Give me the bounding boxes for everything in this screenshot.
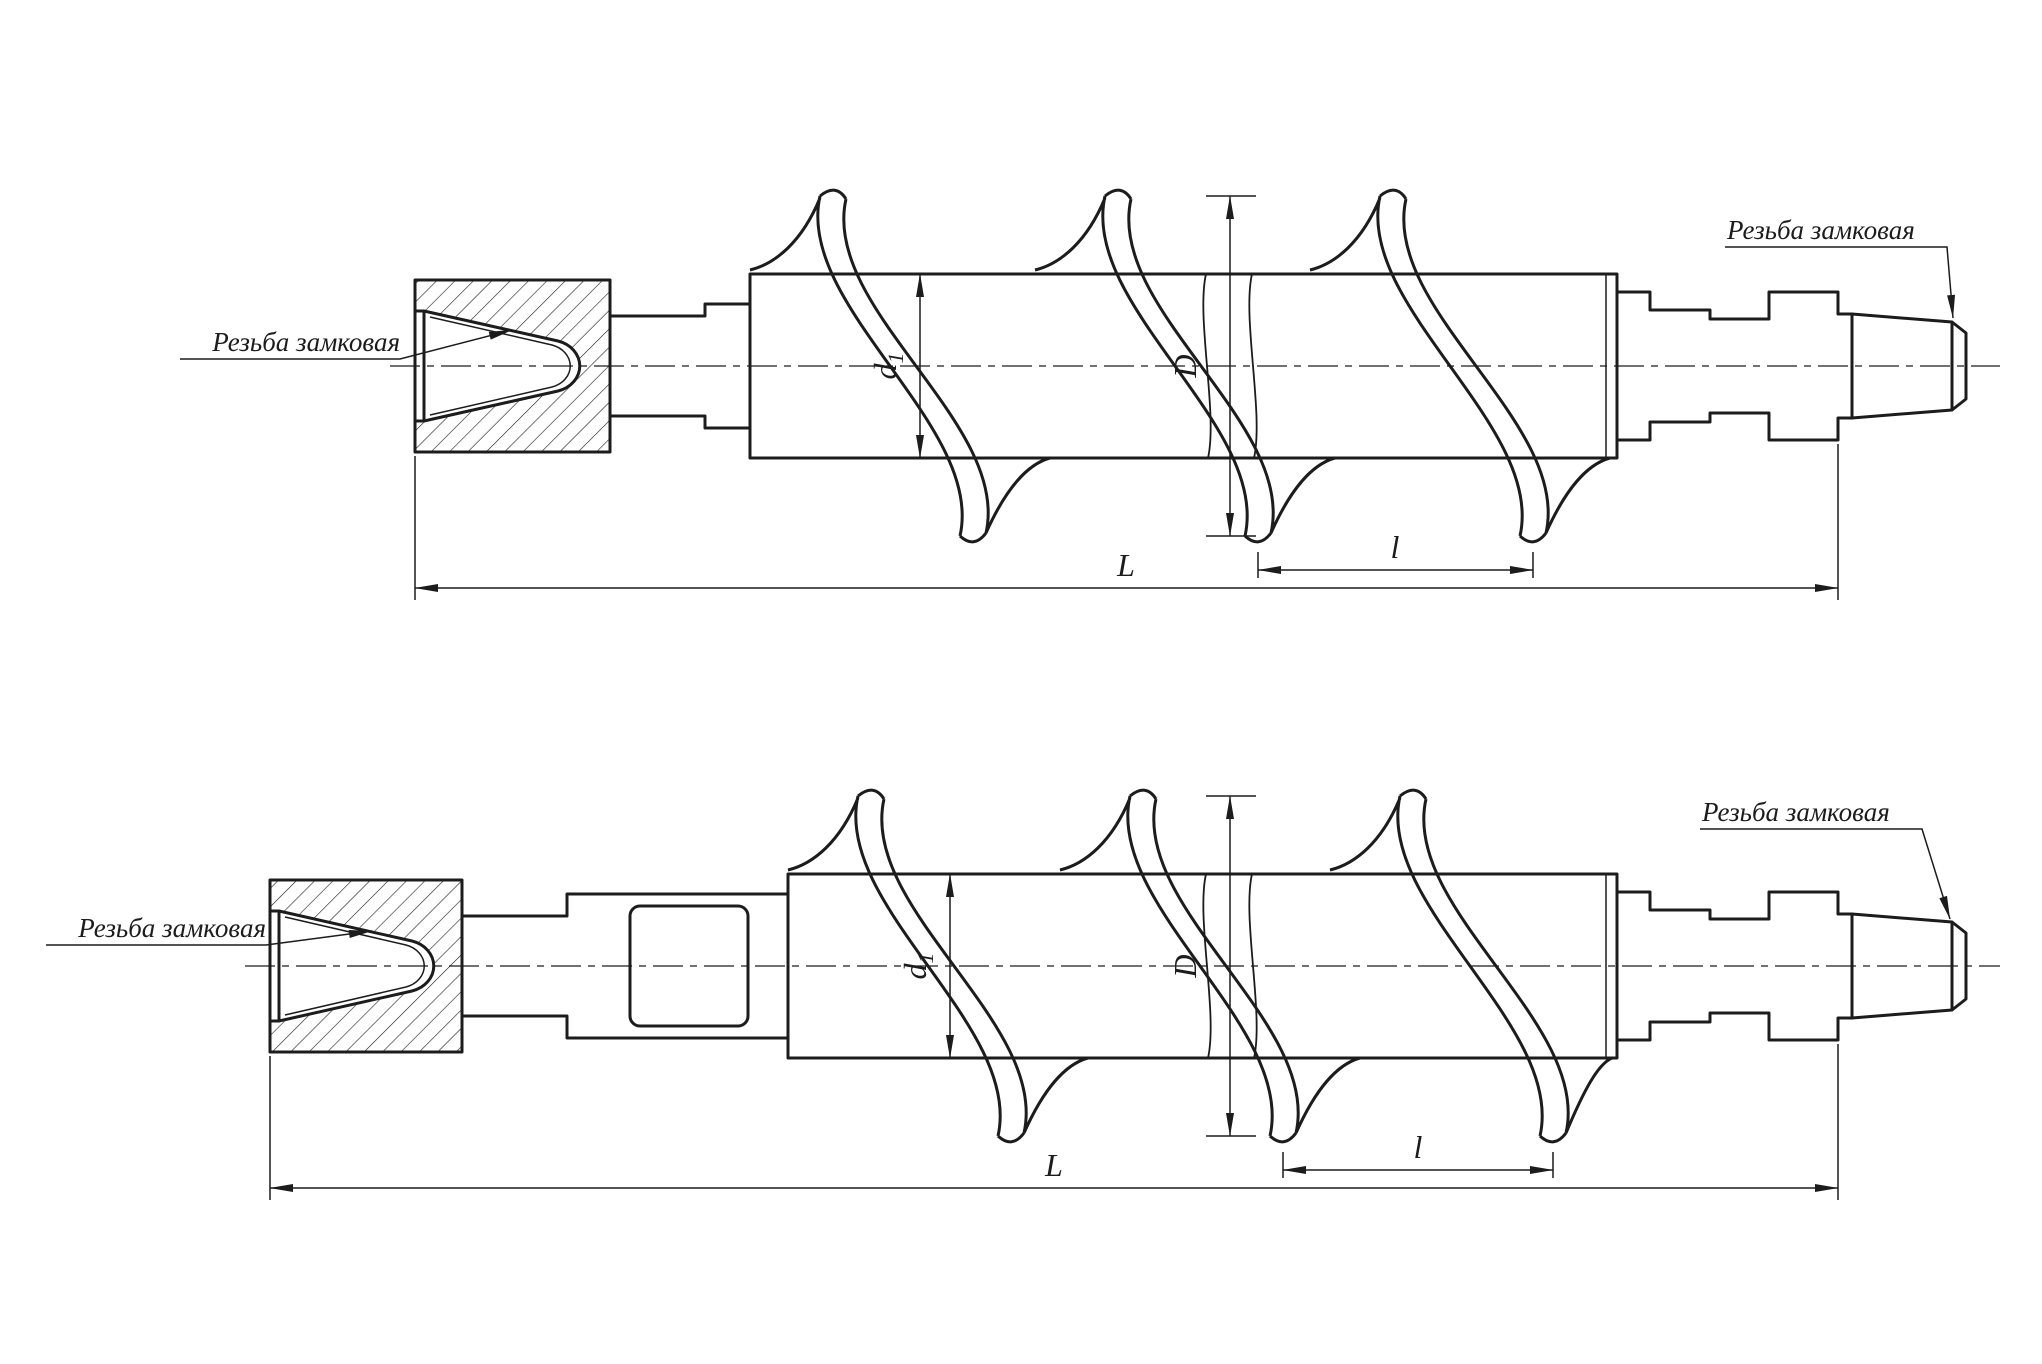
thread-cone-lines: [284, 916, 425, 1016]
section-break-lines: [1202, 873, 1258, 1059]
auger-flight: [787, 788, 1089, 1144]
auger-flight: [1034, 188, 1336, 544]
dimension-d1: d1: [867, 273, 924, 459]
dimension-D: D: [1167, 195, 1256, 537]
right-thread-label-text: Резьба замковая: [1701, 797, 1890, 827]
tail-end-outline: [1617, 290, 1968, 442]
socket-section: [268, 878, 464, 1054]
dim-D-label: D: [1167, 954, 1203, 978]
dimension-d1: d1: [897, 873, 954, 1059]
dimension-l: l: [1257, 529, 1534, 578]
auger-flight: [1309, 188, 1611, 544]
dim-l-label: l: [1414, 1129, 1423, 1165]
section-break-lines: [1202, 273, 1258, 459]
dim-d1-label: d1: [897, 953, 938, 980]
dimension-L: L: [269, 1044, 1839, 1200]
right-thread-label-text: Резьба замковая: [1726, 215, 1915, 245]
leader-line: [180, 329, 513, 360]
thread-label-right: Резьба замковая: [1725, 215, 1956, 319]
tail-end-outline: [1617, 890, 1968, 1042]
dimension-L: L: [414, 444, 1839, 600]
thread-label-right: Резьба замковая: [1700, 797, 1951, 920]
leader-line: [46, 930, 373, 946]
left-thread-label-text: Резьба замковая: [77, 913, 266, 943]
pin-thread: [1851, 312, 1968, 420]
dimension-D: D: [1167, 795, 1256, 1137]
dim-D-label: D: [1167, 354, 1203, 378]
auger-flight: [1329, 788, 1613, 1144]
leader-line: [1700, 828, 1951, 920]
pin-thread: [1851, 912, 1968, 1020]
auger-rod-top-view: d1 D l L Резьба замковая Резьба замковая: [180, 188, 2000, 600]
thread-label-left: Резьба замковая: [180, 327, 513, 360]
thread-label-left: Резьба замковая: [46, 913, 373, 946]
dim-L-label: L: [1044, 1147, 1063, 1183]
dimension-l: l: [1282, 1129, 1554, 1178]
shaft-outline: [462, 872, 1619, 1060]
leader-line: [1725, 246, 1956, 319]
square-drive-window: [628, 904, 750, 1028]
dim-d1-label: d1: [867, 353, 908, 380]
left-thread-label-text: Резьба замковая: [211, 327, 400, 357]
auger-rod-bottom-view: d1 D l L Резьба замковая Резьба замковая: [46, 788, 2000, 1200]
socket-section: [413, 278, 612, 454]
dim-L-label: L: [1116, 547, 1135, 583]
dim-l-label: l: [1391, 529, 1400, 565]
shaft-outline: [610, 272, 1619, 460]
